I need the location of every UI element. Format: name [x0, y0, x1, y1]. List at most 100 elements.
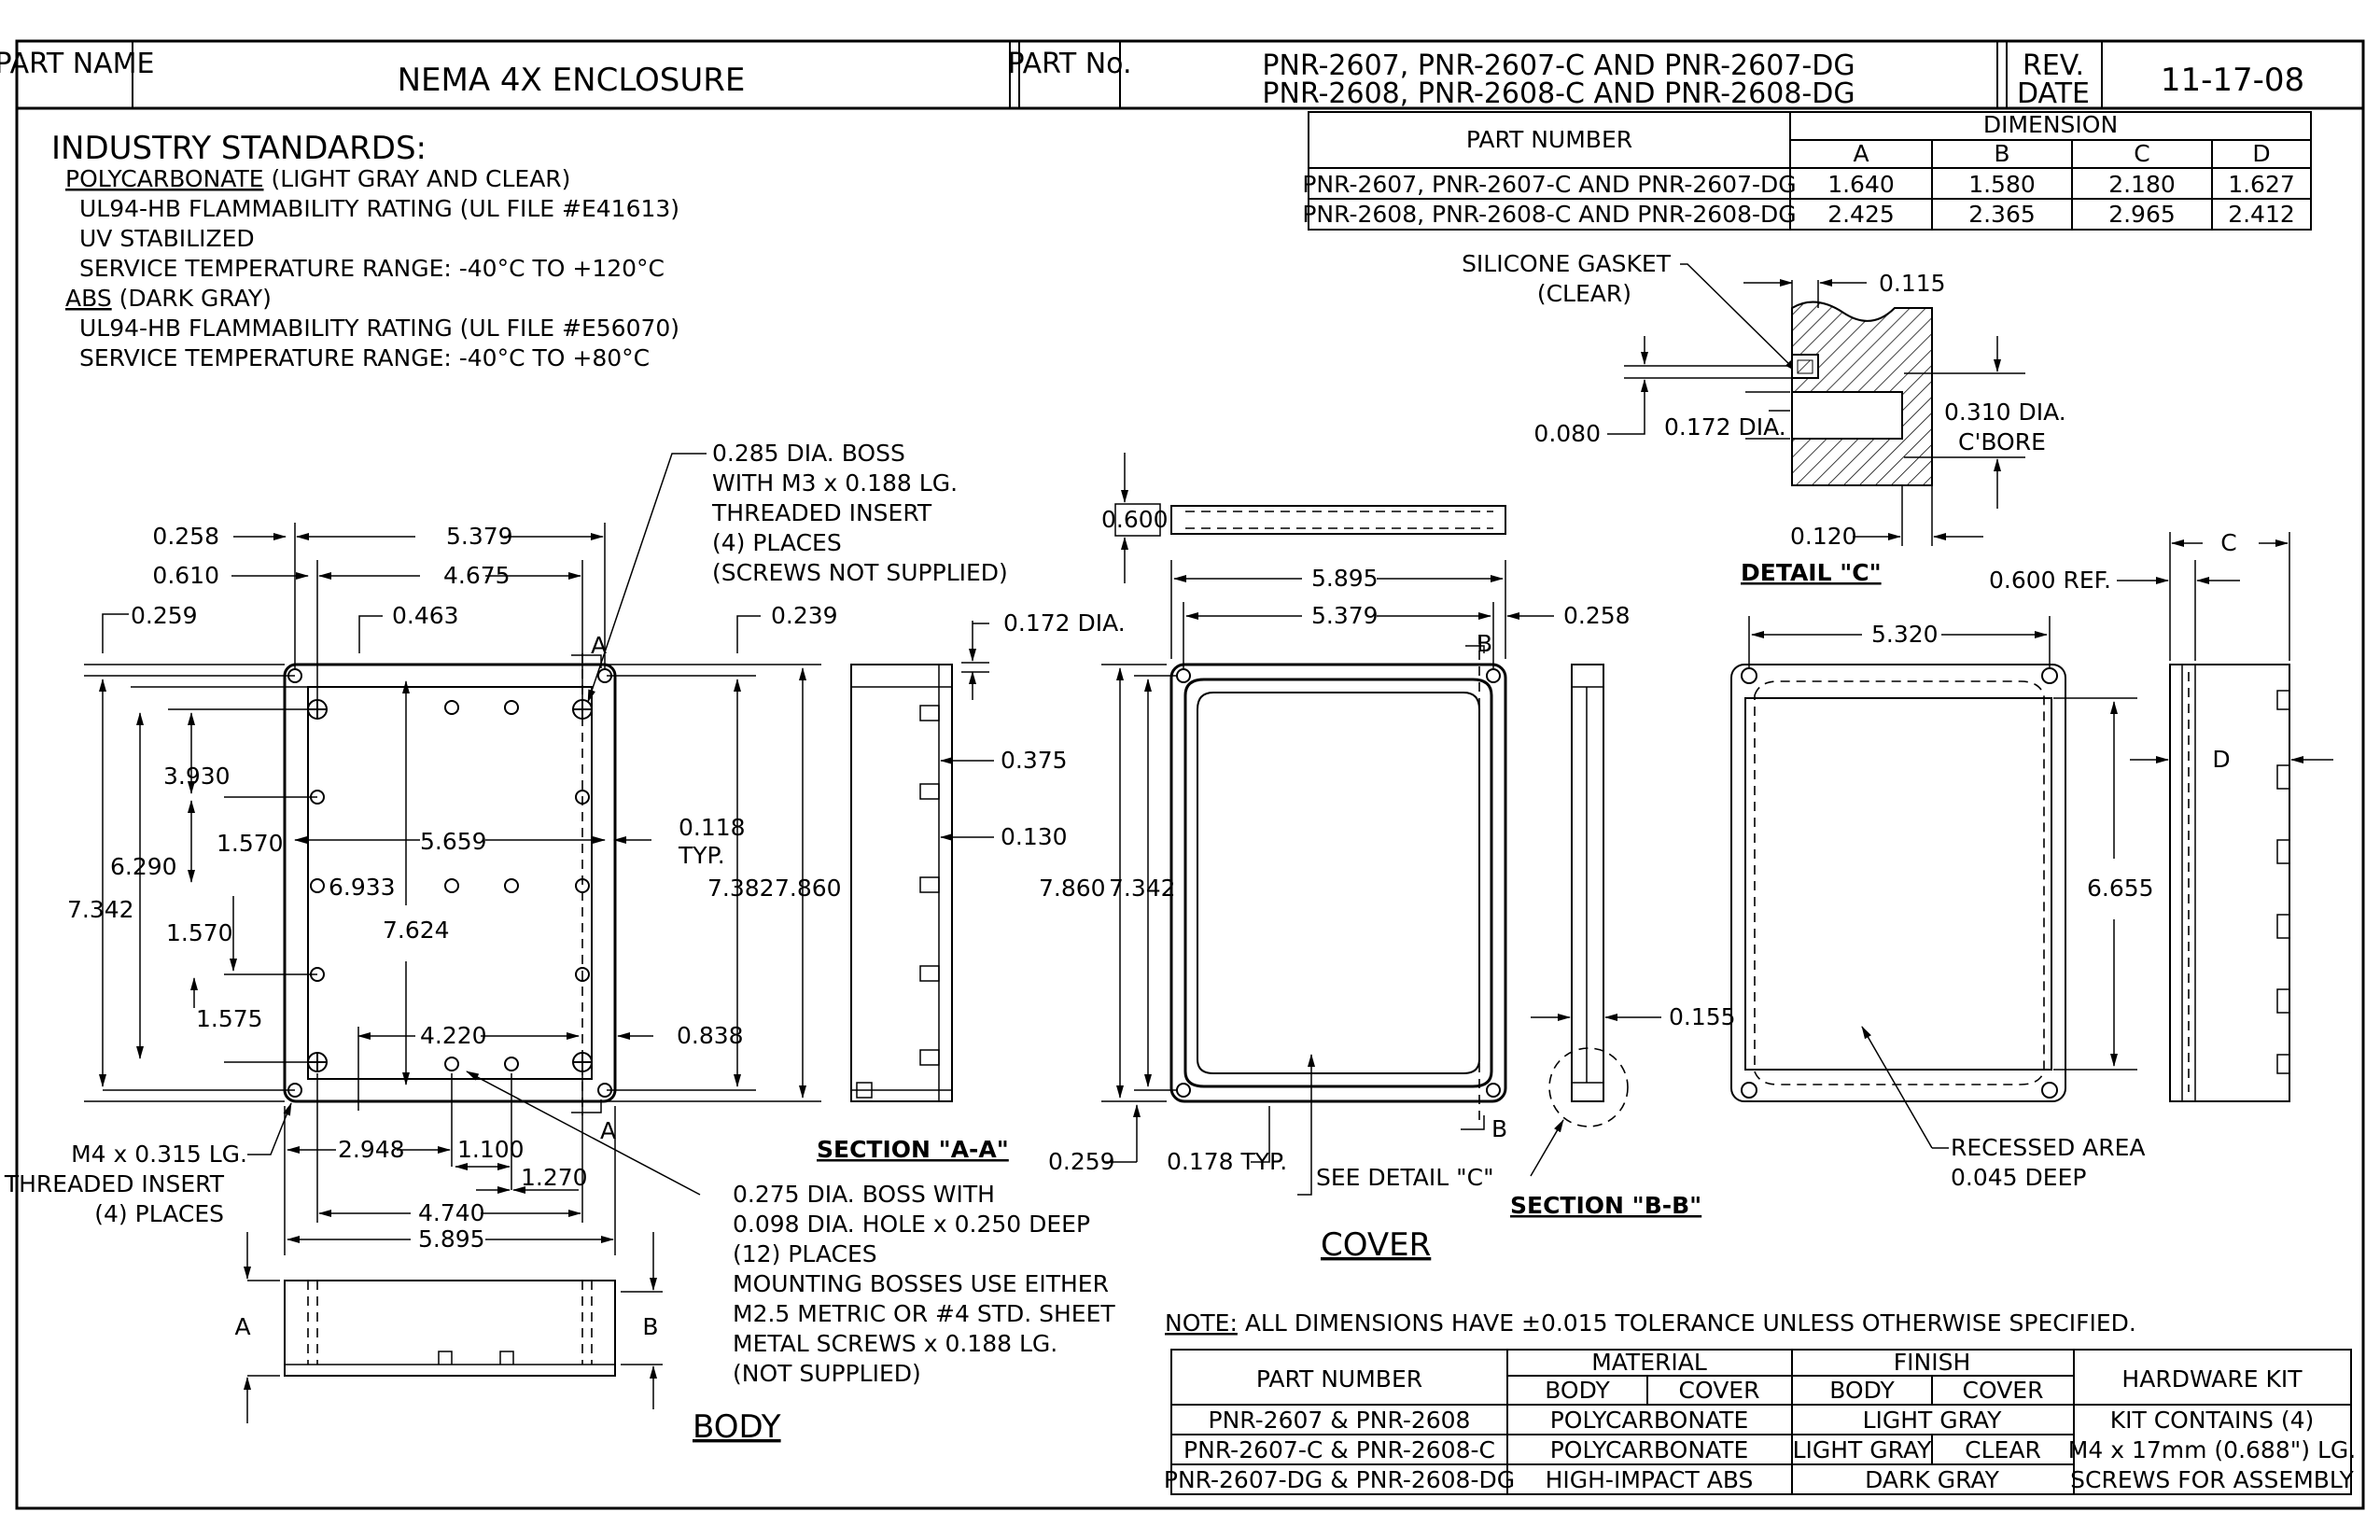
dim-row1-b: 1.580 [1968, 171, 2036, 198]
section-a-top-marker: A [591, 632, 607, 659]
pc-uv: UV STABILIZED [79, 225, 255, 252]
section-a-bottom-marker: A [600, 1117, 616, 1144]
dim-0259-body: 0.259 [131, 602, 198, 629]
dim-4675: 4.675 [443, 562, 511, 589]
mounting-note-4: MOUNTING BOSSES USE EITHER [733, 1270, 1109, 1297]
detail-c-0310-cbore: C'BORE [1958, 428, 2046, 455]
body-label: BODY [693, 1408, 781, 1446]
mat-row3-material: HIGH-IMPACT ABS [1546, 1466, 1754, 1493]
polycarbonate-suffix: (LIGHT GRAY AND CLEAR) [264, 165, 571, 192]
cover-side-dim-d: D [2212, 746, 2230, 773]
detail-c-0120: 0.120 [1790, 523, 1857, 550]
mat-cover-col: COVER [1679, 1377, 1760, 1404]
dim-table-part-header: PART NUMBER [1466, 126, 1632, 153]
boss-note-5: (SCREWS NOT SUPPLIED) [712, 559, 1008, 586]
cover-side-0600-ref: 0.600 REF. [1989, 567, 2111, 594]
revision-date: 11-17-08 [2161, 62, 2304, 99]
section-b-bottom-marker: B [1491, 1115, 1507, 1142]
section-aa: 0.172 DIA. 0.375 0.130 SECTION "A-A" [817, 609, 1126, 1163]
dim-0463: 0.463 [392, 602, 459, 629]
mat-row2-finish-body: LIGHT GRAY [1793, 1436, 1933, 1463]
material-table: PART NUMBER MATERIAL FINISH HARDWARE KIT… [1164, 1349, 2356, 1495]
abs-flammability: UL94-HB FLAMMABILITY RATING (UL FILE #E5… [79, 315, 679, 342]
section-bb-title: SECTION "B-B" [1510, 1192, 1701, 1219]
dim-row2-d: 2.412 [2228, 201, 2295, 228]
part-name: NEMA 4X ENCLOSURE [398, 62, 746, 99]
dim-col-c: C [2134, 140, 2149, 167]
cover-dim-0600: 0.600 [1101, 506, 1169, 533]
dim-6290: 6.290 [110, 853, 177, 880]
m4-note-2: THREADED INSERT [4, 1170, 225, 1197]
cover-label: COVER [1321, 1226, 1431, 1264]
body-side-view: A B BODY [234, 1232, 781, 1446]
tolerance-note: NOTE: ALL DIMENSIONS HAVE ±0.015 TOLERAN… [1165, 1309, 2136, 1337]
sec-aa-0130: 0.130 [1001, 823, 1068, 850]
dim-row2-a: 2.425 [1827, 201, 1895, 228]
boss-note-4: (4) PLACES [712, 529, 842, 556]
mounting-note-1: 0.275 DIA. BOSS WITH [733, 1181, 995, 1208]
cover-view: 0.600 B B 5.895 5.379 0.258 7.860 7.342 [1039, 453, 1631, 1264]
dim-0258-left: 0.258 [152, 523, 219, 550]
mat-row3-hw: SCREWS FOR ASSEMBLY [2070, 1466, 2354, 1493]
side-dim-b: B [642, 1313, 658, 1340]
dim-3930: 3.930 [163, 763, 231, 790]
abs-line: ABS (DARK GRAY) [65, 285, 272, 312]
dim-7860-body: 7.860 [775, 875, 842, 902]
side-dim-a: A [234, 1313, 250, 1340]
abs-suffix: (DARK GRAY) [112, 285, 272, 312]
pc-flammability: UL94-HB FLAMMABILITY RATING (UL FILE #E4… [79, 195, 679, 222]
detail-c-0080: 0.080 [1533, 420, 1601, 447]
dim-7382: 7.382 [707, 875, 775, 902]
cover-dim-7860: 7.860 [1039, 875, 1106, 902]
mounting-note-7: (NOT SUPPLIED) [733, 1360, 921, 1387]
dim-5379-body: 5.379 [446, 523, 513, 550]
pc-temperature: SERVICE TEMPERATURE RANGE: -40°C TO +120… [79, 255, 665, 282]
dim-7342-body: 7.342 [67, 896, 134, 923]
finish-cover-col: COVER [1963, 1377, 2044, 1404]
dim-0118: 0.118 [679, 814, 746, 841]
part-no-label: PART No. [1007, 48, 1131, 80]
mounting-note-6: METAL SCREWS x 0.188 LG. [733, 1330, 1057, 1357]
recess-note-1: RECESSED AREA [1951, 1134, 2146, 1161]
dim-6933: 6.933 [329, 874, 396, 901]
detail-c: SILICONE GASKET (CLEAR) 0.115 0.080 0.17… [1462, 250, 2066, 586]
cover-dim-0258: 0.258 [1563, 602, 1631, 629]
mounting-note-2: 0.098 DIA. HOLE x 0.250 DEEP [733, 1211, 1090, 1238]
mat-row2-part: PNR-2607-C & PNR-2608-C [1183, 1436, 1495, 1463]
dim-0610: 0.610 [152, 562, 219, 589]
dim-0118-typ: TYP. [678, 842, 725, 869]
abs-temperature: SERVICE TEMPERATURE RANGE: -40°C TO +80°… [79, 344, 650, 371]
abs-name: ABS [65, 285, 112, 312]
sec-aa-0172: 0.172 DIA. [1003, 609, 1126, 637]
dim-5895-body: 5.895 [418, 1225, 485, 1253]
mat-body-col: BODY [1545, 1377, 1610, 1404]
dimension-table: PART NUMBER DIMENSION A B C D PNR-2607, … [1302, 111, 2312, 231]
title-block: PART NAME NEMA 4X ENCLOSURE PART No. PNR… [0, 39, 2365, 1510]
recess-note-2: 0.045 DEEP [1951, 1164, 2086, 1191]
cover-back-view: 5.320 6.655 RECESSED AREA 0.045 DEEP [1730, 616, 2154, 1191]
dim-0239: 0.239 [771, 602, 838, 629]
detail-c-0172: 0.172 DIA. [1664, 413, 1786, 441]
cover-dim-5895: 5.895 [1311, 565, 1379, 592]
cover-side-dim-c: C [2220, 529, 2236, 556]
mat-hardware-header: HARDWARE KIT [2121, 1365, 2303, 1393]
mat-row2-finish-cover: CLEAR [1965, 1436, 2041, 1463]
mat-row1-finish: LIGHT GRAY [1863, 1407, 2003, 1434]
gasket-label-2: (CLEAR) [1537, 280, 1631, 307]
dim-table-dimension-header: DIMENSION [1983, 111, 2118, 138]
cover-side-view: C 0.600 REF. D [1989, 529, 2333, 1102]
cover-dim-7342: 7.342 [1109, 875, 1176, 902]
dim-1270: 1.270 [521, 1164, 588, 1191]
body-top-view: A A 0.285 DIA. BOSS WITH M3 x 0.188 LG. … [4, 440, 1116, 1387]
detail-c-0310-dia: 0.310 DIA. [1944, 399, 2066, 426]
polycarbonate-line: POLYCARBONATE (LIGHT GRAY AND CLEAR) [65, 165, 570, 192]
dim-5659: 5.659 [420, 828, 487, 855]
cover-dim-0259: 0.259 [1048, 1148, 1115, 1175]
mat-row2-hw: M4 x 17mm (0.688") LG. [2068, 1436, 2356, 1463]
note-label: NOTE: [1165, 1309, 1238, 1337]
dim-col-b: B [1994, 140, 2009, 167]
mat-row1-hw: KIT CONTAINS (4) [2110, 1407, 2315, 1434]
mat-part-header: PART NUMBER [1256, 1365, 1422, 1393]
boss-note-2: WITH M3 x 0.188 LG. [712, 469, 958, 497]
mounting-note-3: (12) PLACES [733, 1240, 877, 1267]
